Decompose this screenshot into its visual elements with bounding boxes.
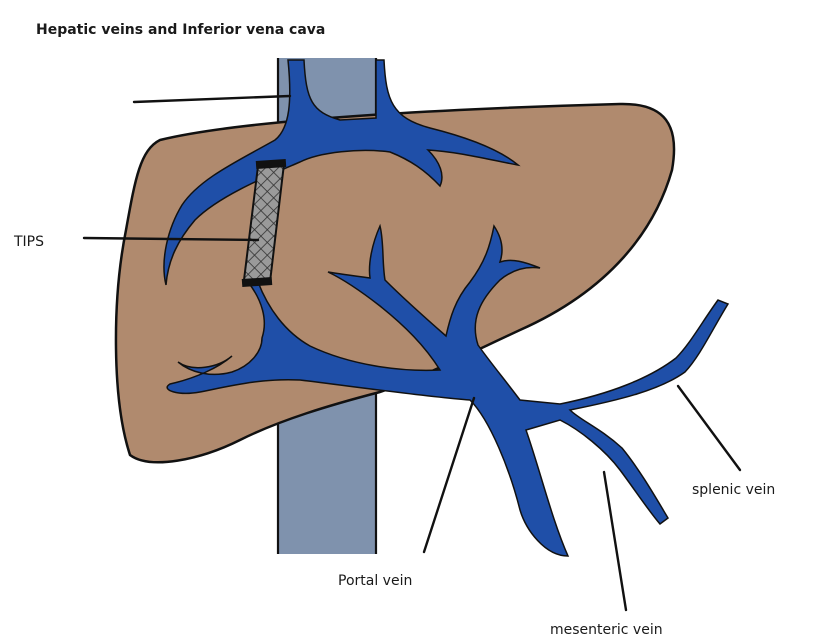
label-tips: TIPS (13, 234, 44, 250)
label-splenic-vein: splenic vein (692, 482, 775, 498)
leader-splenic (678, 386, 740, 470)
label-hepatic-ivc: Hepatic veins and Inferior vena cava (36, 22, 325, 38)
label-mesenteric-vein: mesenteric vein (550, 622, 663, 638)
liver (116, 104, 674, 462)
leader-portal (424, 398, 474, 552)
leader-mesenteric (604, 472, 626, 610)
label-portal-vein: Portal vein (338, 573, 412, 589)
leader-hepatic (134, 96, 290, 102)
